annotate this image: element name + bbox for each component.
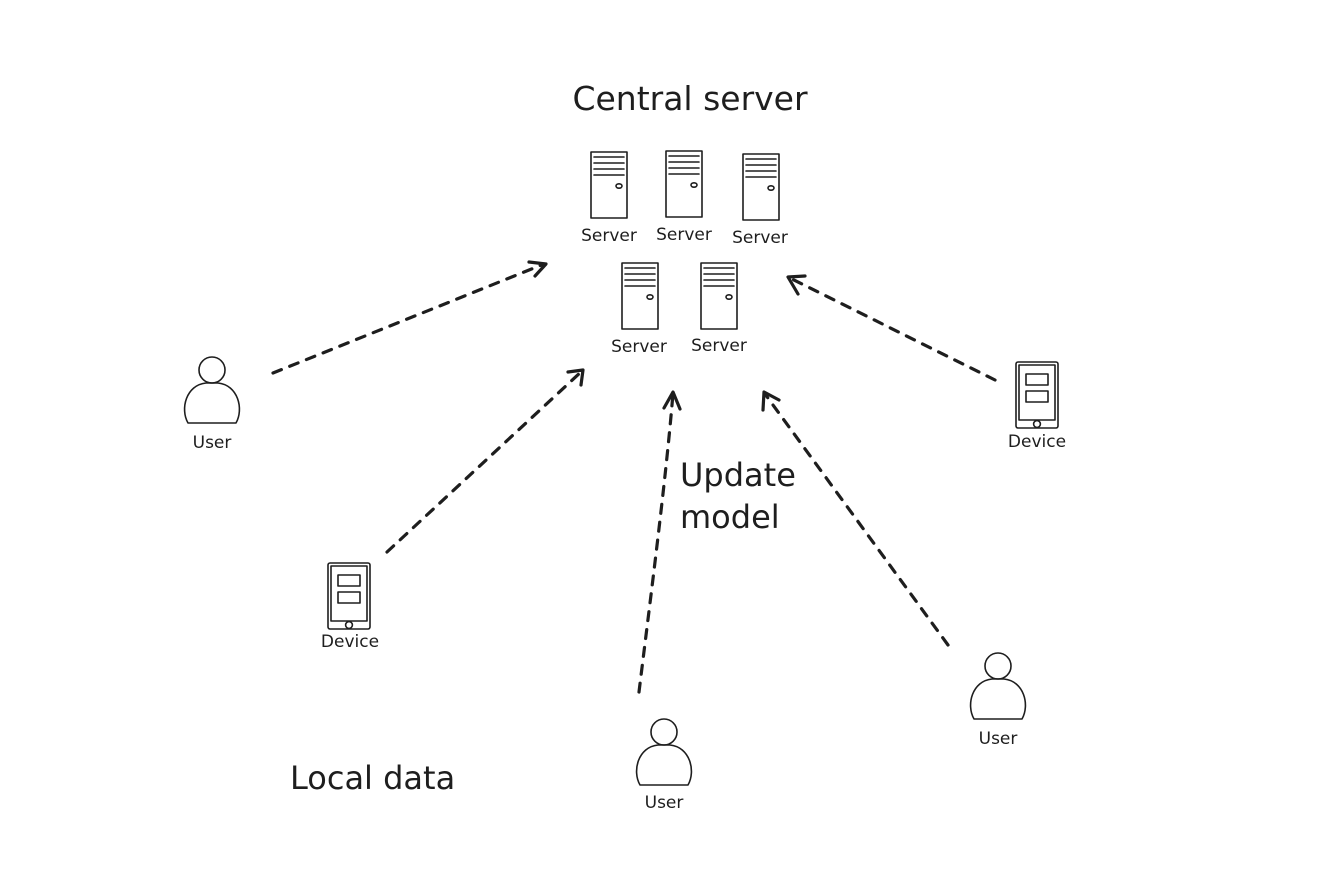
device-node: Device [321, 562, 379, 652]
device-node: Device [1008, 361, 1066, 452]
update-arrow [637, 390, 682, 694]
user-node: User [635, 718, 693, 813]
user-label: User [645, 793, 684, 813]
person-icon [183, 356, 241, 424]
server-node: Server [656, 150, 712, 245]
update-arrow [786, 274, 997, 382]
server-tower-icon [590, 151, 628, 219]
tablet-icon [327, 562, 371, 630]
server-cluster: Server Server Server Server Server [581, 150, 788, 357]
server-label: Server [732, 228, 788, 248]
local-data-label: Local data [290, 759, 455, 797]
person-icon [969, 652, 1027, 720]
update-model-line-2: model [680, 498, 780, 536]
tablet-icon [1015, 361, 1059, 429]
server-tower-icon [742, 153, 780, 221]
server-node: Server [611, 262, 667, 357]
update-model-label: Update model [680, 456, 806, 536]
person-icon [635, 718, 693, 786]
device-label: Device [1008, 432, 1066, 452]
server-node: Server [691, 262, 747, 356]
server-node: Server [732, 153, 788, 248]
server-node: Server [581, 151, 637, 246]
server-tower-icon [621, 262, 659, 330]
server-tower-icon [700, 262, 738, 330]
update-arrow [271, 260, 548, 375]
server-label: Server [581, 226, 637, 246]
update-arrow [761, 390, 950, 647]
server-tower-icon [665, 150, 703, 218]
user-label: User [193, 433, 232, 453]
user-node: User [969, 652, 1027, 749]
update-arrow [385, 368, 585, 554]
server-label: Server [691, 336, 747, 356]
device-label: Device [321, 632, 379, 652]
server-label: Server [656, 225, 712, 245]
central-server-title: Central server [572, 79, 808, 118]
update-model-line-1: Update [680, 456, 796, 494]
user-label: User [979, 729, 1018, 749]
server-label: Server [611, 337, 667, 357]
user-node: User [183, 356, 241, 453]
